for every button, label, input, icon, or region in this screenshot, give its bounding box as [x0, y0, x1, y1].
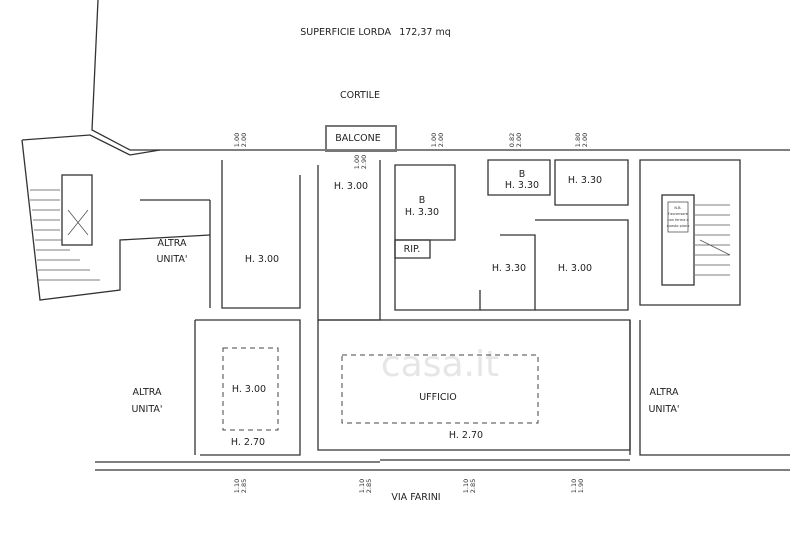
svg-text:1.00: 1.00	[233, 133, 241, 147]
right-staircase	[661, 194, 731, 286]
elevator-note-3: questo piano	[667, 224, 690, 228]
svg-text:1.90: 1.90	[577, 479, 585, 493]
balcone-label: BALCONE	[335, 133, 381, 144]
window-dims-bottom: 1.10 2.85 1.10 2.85 1.10 2.85 1.10 1.90	[233, 479, 585, 493]
room-height: H. 3.00	[334, 181, 368, 192]
cortile-label: CORTILE	[340, 90, 380, 101]
room-label: RIP.	[404, 244, 421, 255]
dashed-area-left	[222, 347, 279, 431]
room-height: H. 3.00	[232, 384, 266, 395]
svg-text:1.10: 1.10	[358, 479, 366, 493]
room-height: H. 2.70	[449, 430, 483, 441]
room-height: H. 3.30	[505, 180, 539, 191]
svg-text:2.85: 2.85	[240, 479, 248, 493]
superficie-label: SUPERFICIE LORDA	[300, 27, 391, 38]
svg-text:2.90: 2.90	[360, 155, 368, 169]
svg-text:2.00: 2.00	[240, 133, 248, 147]
svg-text:1.00: 1.00	[430, 133, 438, 147]
svg-text:2.85: 2.85	[365, 479, 373, 493]
svg-text:0.82: 0.82	[508, 133, 516, 147]
altra-unita-label: ALTRA	[649, 387, 679, 398]
svg-text:2.85: 2.85	[469, 479, 477, 493]
altra-unita-label: UNITA'	[648, 404, 679, 415]
svg-text:2.00: 2.00	[581, 133, 589, 147]
svg-text:2.00: 2.00	[515, 133, 523, 147]
dashed-area-ufficio	[341, 354, 539, 424]
elevator-note-2: non ferma a	[667, 218, 688, 222]
elevator-note-box	[667, 201, 689, 233]
svg-text:1.80: 1.80	[574, 133, 582, 147]
walls	[21, 0, 790, 471]
altra-unita-label: UNITA'	[156, 254, 187, 265]
svg-text:1.10: 1.10	[570, 479, 578, 493]
room-height: H. 3.30	[568, 175, 602, 186]
altra-unita-label: ALTRA	[132, 387, 162, 398]
svg-text:1.00: 1.00	[353, 155, 361, 169]
room-height: H. 3.30	[492, 263, 526, 274]
elevator-note-0: N.B.	[674, 206, 681, 210]
altra-unita-label: UNITA'	[131, 404, 162, 415]
window-dims-top: 1.00 2.00 1.00 2.90 1.00 2.00 0.82 2.00 …	[233, 133, 589, 169]
svg-text:1.10: 1.10	[462, 479, 470, 493]
svg-text:1.10: 1.10	[233, 479, 241, 493]
room-label: B	[419, 195, 426, 206]
room-height: H. 3.30	[405, 207, 439, 218]
room-label: UFFICIO	[419, 392, 457, 403]
balcone	[325, 125, 397, 152]
svg-text:2.00: 2.00	[437, 133, 445, 147]
room-height: H. 2.70	[231, 437, 265, 448]
altra-unita-label: ALTRA	[157, 238, 187, 249]
watermark: casa.it	[381, 344, 499, 385]
street-label: VIA FARINI	[391, 492, 440, 503]
superficie-value: 172,37 mq	[399, 27, 451, 38]
room-label: B	[519, 169, 526, 180]
left-staircase	[30, 174, 100, 281]
room-height: H. 3.00	[245, 254, 279, 265]
elevator-note-1: l'ascensore	[668, 212, 688, 216]
room-height: H. 3.00	[558, 263, 592, 274]
